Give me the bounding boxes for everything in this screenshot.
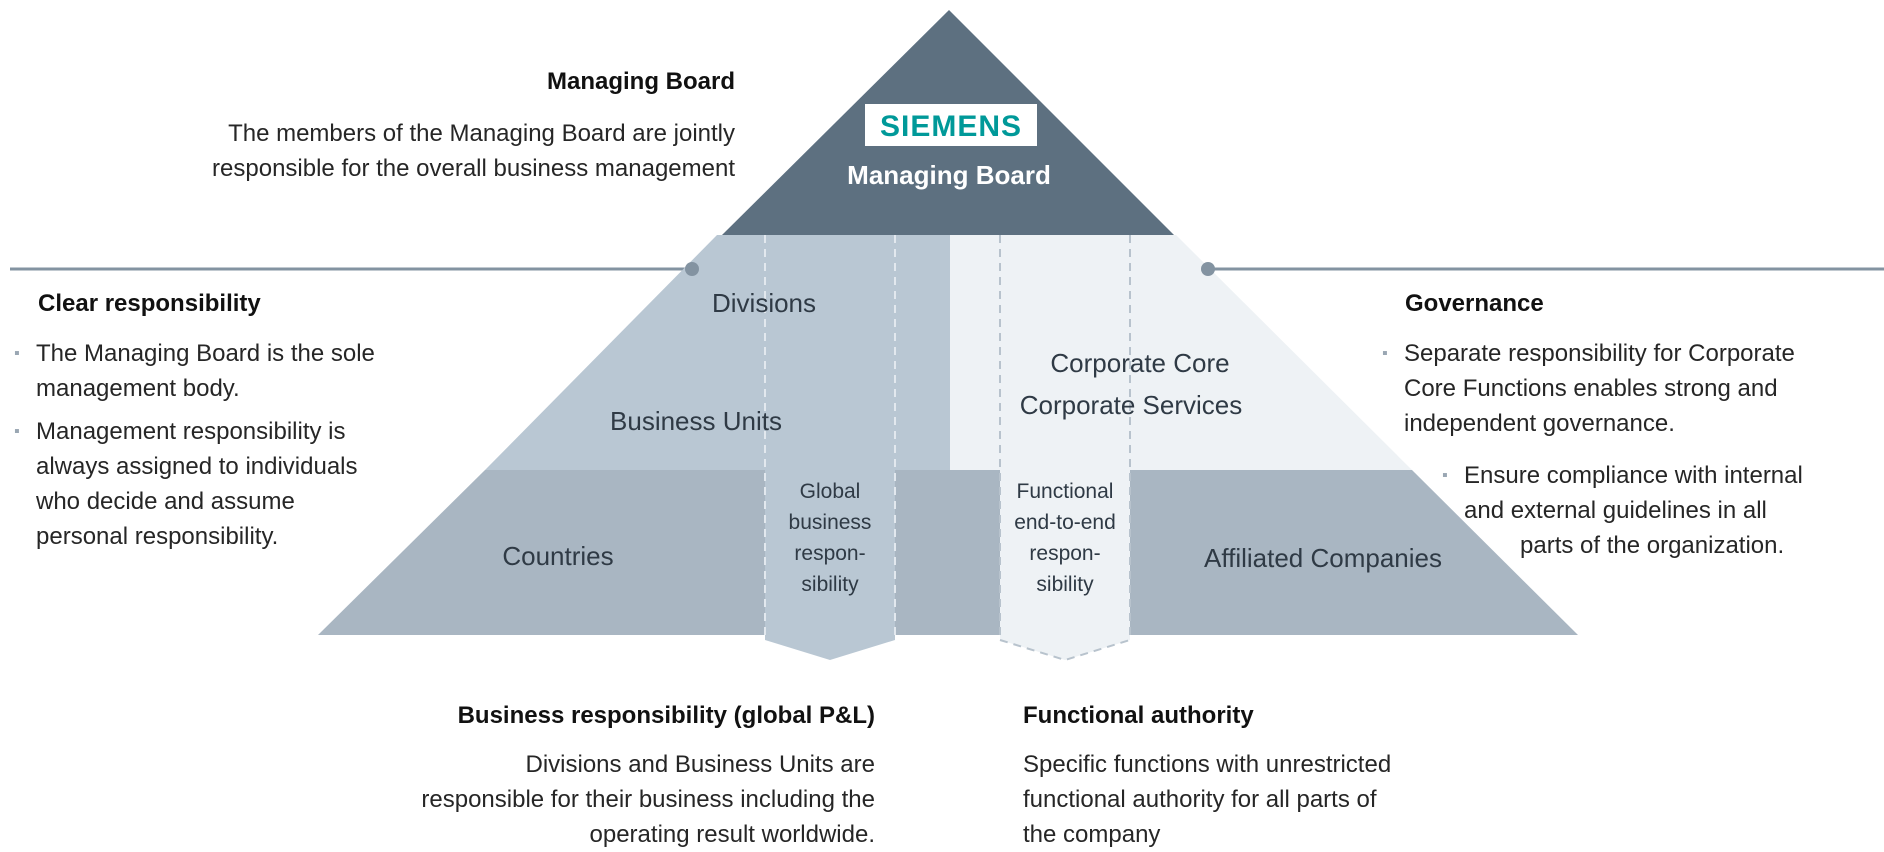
list-item: Ensure compliance with internal and exte… [1438,458,1878,563]
clear-responsibility-heading: Clear responsibility [38,290,261,317]
svg-text:end-to-end: end-to-end [1014,511,1116,534]
svg-text:business: business [789,511,872,534]
siemens-logo: SIEMENS [880,110,1022,143]
pyramid-base-tier [318,470,1578,635]
separator-dot-right [1201,262,1215,276]
clear-responsibility-list: The Managing Board is the sole managemen… [10,336,470,562]
managing-board-text: The members of the Managing Board are jo… [212,120,735,182]
separator-dot-left [685,262,699,276]
list-item: Separate responsibility for Corporate Co… [1378,336,1878,441]
functional-authority-text: Specific functions with unrestricted fun… [1023,751,1392,848]
business-units-label: Business Units [610,406,782,436]
business-responsibility-heading: Business responsibility (global P&L) [457,702,875,729]
functional-arrow-label: Functional end-to-end respon- sibility [1014,480,1116,596]
siemens-logo-box [865,104,1037,146]
list-item: Management responsibility is always assi… [10,414,470,554]
governance-sub-list: Ensure compliance with internal and exte… [1438,458,1878,571]
svg-text:sibility: sibility [1036,573,1094,596]
svg-text:respon-: respon- [794,542,865,565]
svg-text:Global: Global [800,480,861,503]
governance-heading: Governance [1405,290,1544,317]
corporate-services-label: Corporate Services [1020,390,1243,420]
countries-label: Countries [502,541,613,571]
functional-authority-heading: Functional authority [1023,702,1254,729]
list-item: The Managing Board is the sole managemen… [10,336,470,406]
divisions-label: Divisions [712,288,816,318]
svg-text:respon-: respon- [1029,542,1100,565]
apex-label: Managing Board [847,160,1051,190]
business-responsibility-text: Divisions and Business Units are respons… [421,751,875,848]
functional-responsibility-arrow [1000,235,1130,660]
global-responsibility-arrow [765,235,895,660]
governance-list: Separate responsibility for Corporate Co… [1378,336,1878,449]
managing-board-heading: Managing Board [546,68,735,95]
svg-text:Functional: Functional [1017,480,1114,503]
global-arrow-label: Global business respon- sibility [789,480,872,596]
svg-text:sibility: sibility [801,573,859,596]
affiliated-companies-label: Affiliated Companies [1204,543,1442,573]
corporate-core-label: Corporate Core [1050,348,1229,378]
